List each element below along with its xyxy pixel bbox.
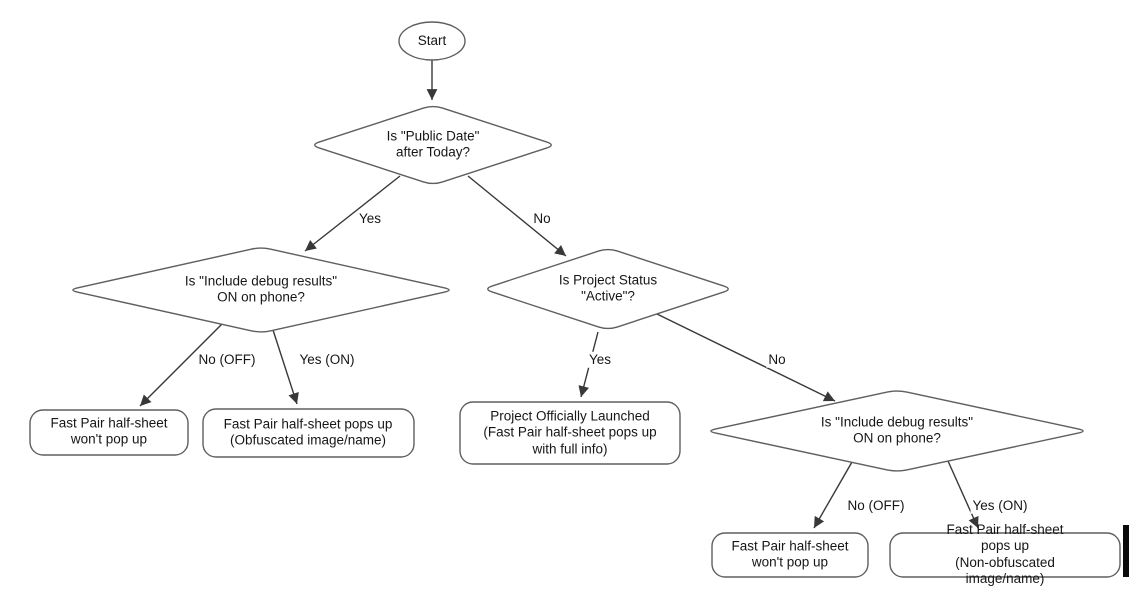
result-non-obfuscated-label: Fast Pair half-sheet pops up (Non-obfusc… <box>946 522 1064 587</box>
edge-label-public-date-yes: Yes <box>356 210 384 228</box>
edge-debug-right-no-off <box>813 461 853 529</box>
edge-label-project-status-no: No <box>766 351 788 369</box>
shapes-layer <box>29 21 1121 578</box>
edge-label-debug-right-yes-on: Yes (ON) <box>970 497 1030 515</box>
result-non-obfuscated-shape <box>889 532 1121 578</box>
decision-debug-right-shape <box>710 390 1084 472</box>
result-no-popup-right-shape <box>711 532 869 578</box>
result-launched-label: Project Officially Launched (Fast Pair h… <box>483 408 657 457</box>
edge-label-debug-right-no-off: No (OFF) <box>845 497 907 515</box>
decision-debug-left-label: Is "Include debug results" ON on phone? <box>184 273 338 305</box>
edge-label-public-date-no: No <box>531 210 553 228</box>
edge-debug-left-no-off <box>139 323 223 407</box>
edge-label-debug-left-yes-on: Yes (ON) <box>297 351 357 369</box>
text-cursor-artifact <box>1123 525 1129 577</box>
decision-debug-right-label: Is "Include debug results" ON on phone? <box>820 414 974 446</box>
edge-public-date-no <box>467 175 567 257</box>
decision-public-date-shape <box>314 105 552 185</box>
result-no-popup-left-shape <box>29 409 189 456</box>
result-no-popup-right-label: Fast Pair half-sheet won't pop up <box>731 538 849 570</box>
edge-debug-right-yes-on <box>947 460 979 529</box>
decision-project-status-shape <box>487 248 729 330</box>
decision-debug-left-shape <box>72 247 450 333</box>
edge-debug-left-yes-on <box>272 329 299 405</box>
result-no-popup-left-label: Fast Pair half-sheet won't pop up <box>50 415 168 447</box>
edge-public-date-yes <box>304 175 401 252</box>
edge-label-debug-left-no-off: No (OFF) <box>196 351 258 369</box>
edge-label-project-status-yes: Yes <box>586 351 614 369</box>
result-launched-shape <box>459 401 681 465</box>
start-terminator-shape <box>398 21 466 61</box>
edge-project-status-no <box>656 313 836 402</box>
decision-public-date-label: Is "Public Date" after Today? <box>386 128 480 160</box>
start-terminator-label: Start <box>417 32 447 48</box>
decision-project-status-label: Is Project Status "Active"? <box>558 272 658 304</box>
result-obfuscated-shape <box>202 408 415 458</box>
result-obfuscated-label: Fast Pair half-sheet pops up (Obfuscated… <box>223 416 393 448</box>
